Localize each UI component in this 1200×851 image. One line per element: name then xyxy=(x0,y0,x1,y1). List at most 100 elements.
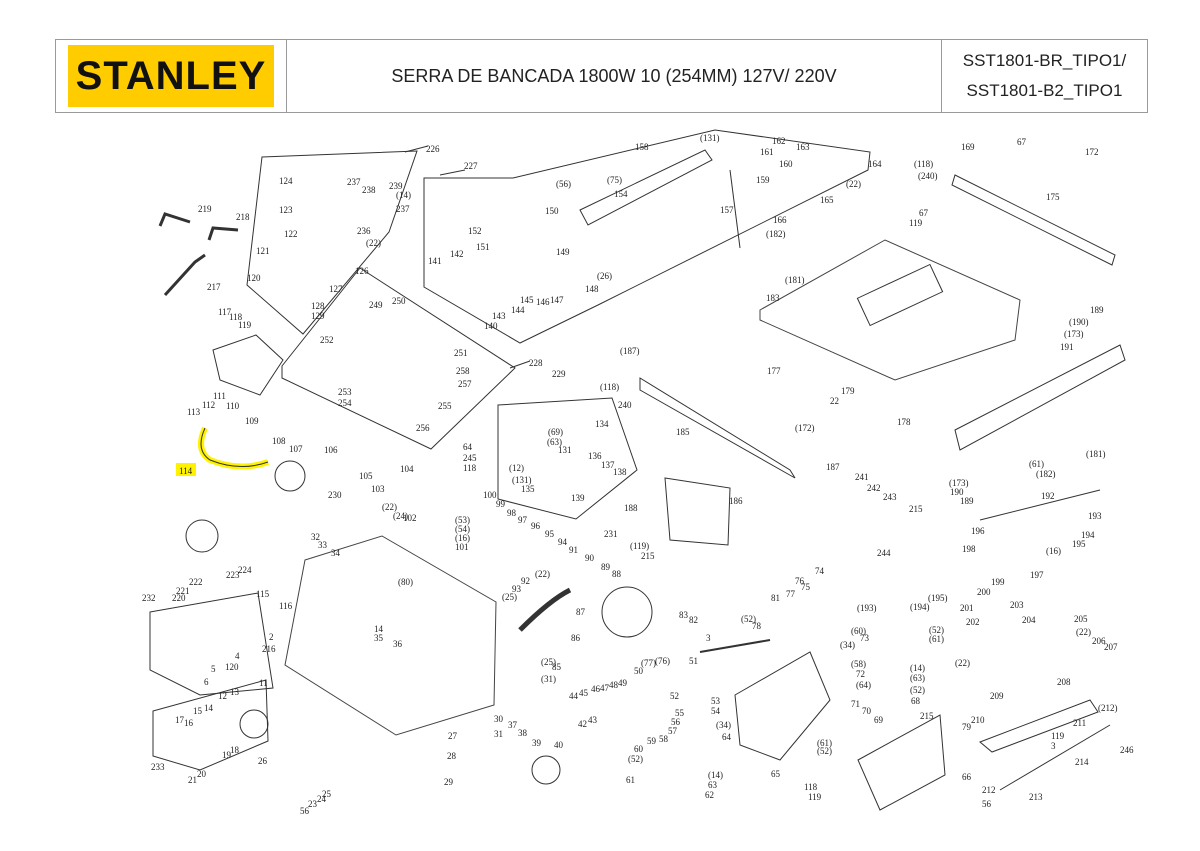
part-label: 118 xyxy=(804,782,818,792)
part-label: 123 xyxy=(279,205,293,215)
part-label: (25) xyxy=(541,657,556,667)
part-label: 95 xyxy=(545,529,554,539)
part-label: 237 xyxy=(347,177,361,187)
part-label: (16) xyxy=(455,533,470,543)
part-label: 35 xyxy=(374,633,383,643)
part-label: 23 xyxy=(308,799,317,809)
part-label: 17 xyxy=(175,715,184,725)
part-label: (64) xyxy=(856,680,871,690)
part-label: 198 xyxy=(962,544,976,554)
handwheel-front xyxy=(185,519,219,553)
part-label: 98 xyxy=(507,508,516,518)
part-label: 154 xyxy=(614,189,628,199)
part-label: (240) xyxy=(918,171,938,181)
part-label: 246 xyxy=(1120,745,1134,755)
part-label: 52 xyxy=(670,691,679,701)
part-label: 82 xyxy=(689,615,698,625)
part-label: (26) xyxy=(597,271,612,281)
part-label: 252 xyxy=(320,335,334,345)
part-label: 25 xyxy=(322,789,331,799)
part-label: 76 xyxy=(795,576,804,586)
group-outline-227 xyxy=(423,129,871,344)
part-label: (181) xyxy=(785,275,805,285)
part-label: 149 xyxy=(556,247,570,257)
part-label: 118 xyxy=(229,312,243,322)
part-label: 77 xyxy=(786,589,795,599)
part-label: 20 xyxy=(197,769,206,779)
part-label: (173) xyxy=(1064,329,1084,339)
part-label: 109 xyxy=(245,416,259,426)
part-label: 136 xyxy=(588,451,602,461)
part-label: 179 xyxy=(841,386,855,396)
part-label: 56 xyxy=(982,799,991,809)
part-label: 158 xyxy=(635,142,649,152)
part-label: (34) xyxy=(840,640,855,650)
part-label: 37 xyxy=(508,720,517,730)
part-label: (61) xyxy=(1029,459,1044,469)
part-label: (131) xyxy=(512,475,532,485)
part-label: (58) xyxy=(851,659,866,669)
part-label: 117 xyxy=(218,307,232,317)
group-outline-226 xyxy=(246,150,418,335)
part-label: 51 xyxy=(689,656,698,666)
part-label: 208 xyxy=(1057,677,1071,687)
spanner-217 xyxy=(163,253,206,297)
part-label: 172 xyxy=(1085,147,1099,157)
part-label: 244 xyxy=(877,548,891,558)
part-label: 73 xyxy=(860,633,869,643)
part-label: 139 xyxy=(571,493,585,503)
part-label: (25) xyxy=(502,592,517,602)
part-label: (22) xyxy=(846,179,861,189)
part-label: 185 xyxy=(676,427,690,437)
part-label: 256 xyxy=(416,423,430,433)
part-label: 217 xyxy=(207,282,221,292)
part-label: 151 xyxy=(476,242,490,252)
part-label: 19 xyxy=(222,750,231,760)
part-label: 113 xyxy=(187,407,201,417)
part-label: 21 xyxy=(188,775,197,785)
part-label: 78 xyxy=(752,621,761,631)
part-label: 240 xyxy=(618,400,632,410)
part-label: 187 xyxy=(826,462,840,472)
part-label: 14 xyxy=(204,703,213,713)
part-label: 205 xyxy=(1074,614,1088,624)
part-label: 31 xyxy=(494,729,503,739)
part-label: 134 xyxy=(595,419,609,429)
document-title: SERRA DE BANCADA 1800W 10 (254MM) 127V/ … xyxy=(287,40,942,112)
part-label: 160 xyxy=(779,159,793,169)
part-label: (194) xyxy=(910,602,930,612)
part-label: 32 xyxy=(311,532,320,542)
part-label: 22 xyxy=(830,396,839,406)
part-label: 27 xyxy=(448,731,457,741)
part-label: (53) xyxy=(455,515,470,525)
part-label: 210 xyxy=(971,715,985,725)
part-label: 66 xyxy=(962,772,971,782)
part-label: 56 xyxy=(671,717,680,727)
part-label: (190) xyxy=(1069,317,1089,327)
part-label: 233 xyxy=(151,762,165,772)
part-label: 79 xyxy=(962,722,971,732)
part-label: (173) xyxy=(949,478,969,488)
part-label: 206 xyxy=(1092,636,1106,646)
part-label: 102 xyxy=(403,513,417,523)
part-label: 223 xyxy=(226,570,240,580)
part-label: (14) xyxy=(396,190,411,200)
part-label: 24 xyxy=(317,794,326,804)
part-label: 131 xyxy=(558,445,572,455)
part-label: 120 xyxy=(225,662,239,672)
part-label: 88 xyxy=(612,569,621,579)
part-label: (52) xyxy=(929,625,944,635)
hex-wrench-219 xyxy=(158,212,191,227)
part-label: 224 xyxy=(238,565,252,575)
part-label: 186 xyxy=(729,496,743,506)
part-label: 110 xyxy=(226,401,240,411)
part-label: (14) xyxy=(910,663,925,673)
part-label: 96 xyxy=(531,521,540,531)
part-label: 34 xyxy=(331,548,340,558)
part-label: 197 xyxy=(1030,570,1044,580)
part-label: 54 xyxy=(711,706,720,716)
part-label: 255 xyxy=(438,401,452,411)
part-label: 124 xyxy=(279,176,293,186)
rod-214 xyxy=(999,724,1111,791)
part-label: 49 xyxy=(618,678,627,688)
